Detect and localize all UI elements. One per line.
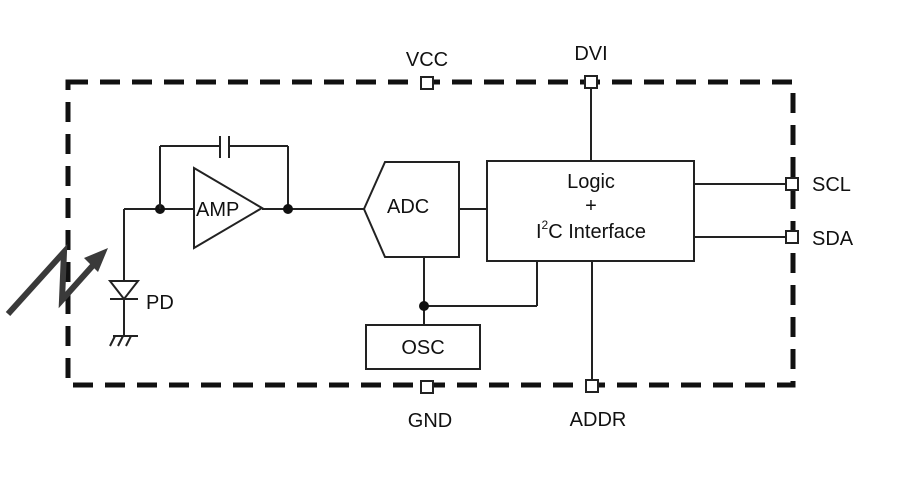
junction-dot	[419, 301, 429, 311]
scl-pin	[785, 177, 799, 191]
logic-plus-label: +	[585, 195, 597, 217]
dvi-label: DVI	[574, 43, 607, 65]
amp-label: AMP	[196, 199, 239, 221]
junction-dot	[283, 204, 293, 214]
osc-label: OSC	[401, 337, 444, 359]
photodiode: PD	[107, 209, 174, 347]
scl-label: SCL	[812, 174, 851, 196]
gnd-pin	[420, 380, 434, 394]
logic-block	[486, 160, 695, 262]
sda-label: SDA	[812, 228, 854, 250]
i2c-interface-label: I2C Interface	[536, 218, 646, 243]
adc-label: ADC	[387, 196, 429, 218]
dvi-pin	[584, 75, 598, 89]
addr-pin	[585, 379, 599, 393]
photodiode-label: PD	[146, 292, 174, 314]
logic-label: Logic	[567, 171, 615, 193]
addr-label: ADDR	[570, 409, 627, 431]
gnd-label: GND	[408, 410, 452, 432]
vcc-label: VCC	[406, 49, 448, 71]
sda-pin	[785, 230, 799, 244]
amp-block	[193, 166, 264, 250]
vcc-pin	[420, 76, 434, 90]
light-arrow-icon	[5, 243, 108, 317]
adc-block	[362, 161, 460, 258]
